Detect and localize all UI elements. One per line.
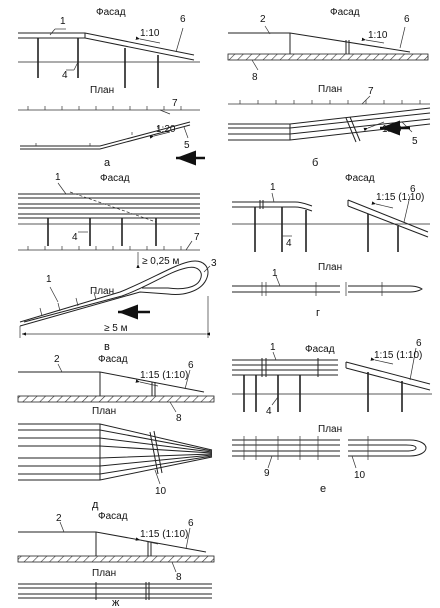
callout-a-6: 6	[180, 14, 186, 25]
callout-v-7: 7	[194, 232, 200, 243]
panel-v-letter: в	[104, 341, 110, 353]
dim-v-length: ≥ 5 м	[104, 323, 128, 334]
callout-d-8: 8	[176, 413, 182, 424]
panel-d: Фасад 2 6 1:15 (1:10) 8 План 10 д	[17, 354, 215, 511]
callout-e-1: 1	[270, 342, 276, 353]
dim-v-gap: ≥ 0,25 м	[142, 256, 180, 267]
panel-g-plan-title: План	[318, 262, 342, 273]
panel-e-facade-title: Фасад	[305, 344, 335, 355]
callout-e-10: 10	[354, 470, 366, 481]
panel-zh-facade-title: Фасад	[98, 511, 128, 522]
panel-d-letter: д	[92, 499, 99, 511]
slope-e: 1:15 (1:10)	[374, 350, 422, 361]
callout-b-8: 8	[252, 72, 258, 83]
panel-v-plan-title: План	[90, 286, 114, 297]
panel-a-plan-title: План	[90, 85, 114, 96]
panel-d-facade-title: Фасад	[98, 354, 128, 365]
panel-d-plan-title: План	[92, 406, 116, 417]
callout-e-4: 4	[266, 406, 272, 417]
callout-a-4: 4	[62, 70, 68, 81]
callout-zh-8: 8	[176, 572, 182, 583]
callout-zh-2: 2	[56, 513, 62, 524]
panel-zh-letter: ж	[112, 597, 120, 608]
panel-b-facade-title: Фасад	[330, 7, 360, 18]
callout-e-9: 9	[264, 468, 270, 479]
callout-g-1: 1	[270, 182, 276, 193]
callout-b-7: 7	[368, 86, 374, 97]
callout-d-6: 6	[188, 360, 194, 371]
panel-a: Фасад 1 4 6 1:10 План 7	[18, 7, 205, 169]
panel-b-plan-title: План	[318, 84, 342, 95]
callout-zh-6: 6	[188, 518, 194, 529]
slope-a-facade: 1:10	[140, 28, 160, 39]
panel-e: Фасад 1 6 1:15 (1:10) 4 План	[232, 338, 432, 495]
panel-v-facade-title: Фасад	[100, 173, 130, 184]
callout-b-2: 2	[260, 14, 266, 25]
callout-g-6: 6	[410, 184, 416, 195]
panel-zh: Фасад 2 6 1:15 (1:10) 8 План ж	[17, 511, 215, 608]
panel-g: Фасад 1 6 1:15 (1:10) 4 План	[232, 173, 430, 319]
panel-e-letter: е	[320, 483, 326, 495]
callout-g-4: 4	[286, 238, 292, 249]
slope-g: 1:15 (1:10)	[376, 192, 424, 203]
callout-v-3: 3	[211, 258, 217, 269]
panel-a-letter: а	[104, 157, 111, 169]
panel-zh-plan-title: План	[92, 568, 116, 579]
callout-v-1b: 1	[46, 274, 52, 285]
callout-v-1: 1	[55, 172, 61, 183]
callout-d-2: 2	[54, 354, 60, 365]
callout-a-5: 5	[184, 140, 190, 151]
callout-d-10: 10	[155, 486, 167, 497]
panel-g-facade-title: Фасад	[345, 173, 375, 184]
panel-b-letter: б	[312, 157, 318, 169]
slope-d: 1:15 (1:10)	[140, 370, 188, 381]
callout-g-1b: 1	[272, 268, 278, 279]
panel-g-letter: г	[316, 307, 320, 319]
callout-b-5: 5	[412, 136, 418, 147]
panel-b: Фасад 2 6 1:10 8 План 7	[227, 7, 431, 169]
panel-v: Фасад 1 4 7 ≥ 0,25 м План	[18, 172, 217, 353]
slope-b-facade: 1:10	[368, 30, 388, 41]
callout-b-6: 6	[404, 14, 410, 25]
panel-a-facade-title: Фасад	[96, 7, 126, 18]
callout-a-1: 1	[60, 16, 66, 27]
callout-e-6: 6	[416, 338, 422, 349]
callout-a-7: 7	[172, 98, 178, 109]
slope-b-plan: 1:20	[382, 124, 402, 135]
callout-v-4: 4	[72, 232, 78, 243]
slope-a-plan: 1:20	[156, 124, 176, 135]
panel-e-plan-title: План	[318, 424, 342, 435]
slope-zh: 1:15 (1:10)	[140, 529, 188, 540]
